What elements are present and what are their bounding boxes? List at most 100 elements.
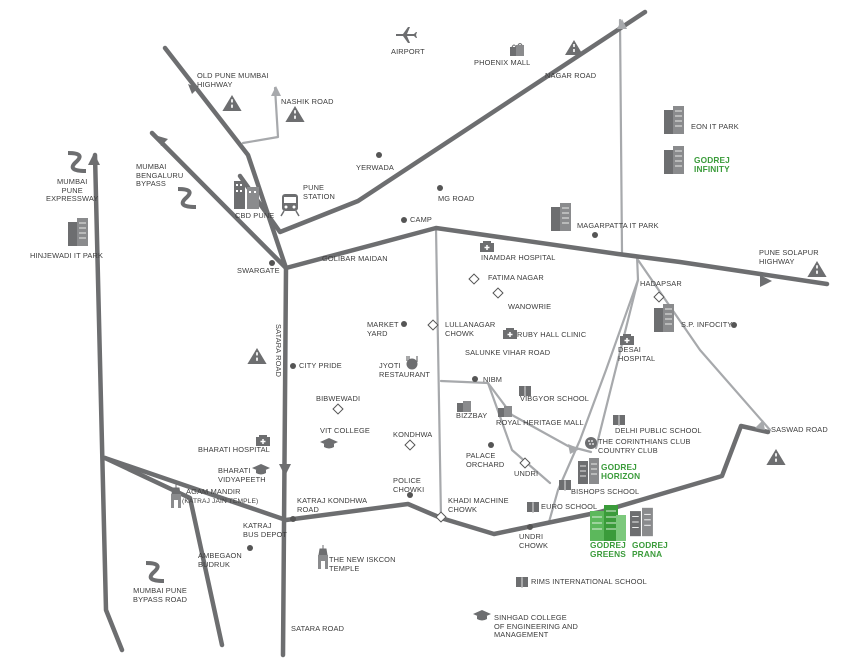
road-mumbai-bengaluru-bypass [149, 130, 289, 271]
direction-arrow-icon [88, 153, 100, 165]
label-magarpatta-it-park: MAGARPATTA IT PARK [577, 221, 659, 230]
label-pune-station: PUNE STATION [303, 183, 335, 201]
label-airport: AIRPORT [391, 47, 425, 56]
road-golibar-solapur [283, 225, 830, 287]
label-satara-road-bottom: SATARA ROAD [291, 624, 345, 633]
road-magarpatta-vertical [618, 18, 624, 254]
airplane-icon [396, 27, 417, 43]
road-nagar [237, 9, 648, 235]
label-bharati-hospital: BHARATI HOSPITAL [198, 445, 270, 454]
label-saswad-road: SASWAD ROAD [771, 425, 828, 434]
office-building-icon [654, 304, 674, 332]
shopping-bags-icon [498, 406, 512, 417]
label-bharati-vidyapeeth: BHARATI VIDYAPEETH [218, 466, 266, 484]
label-khadi-machine-chowk: KHADI MACHINE CHOWK [448, 496, 509, 514]
hospital-icon [503, 328, 517, 339]
label-rims-international-school: RIMS INTERNATIONAL SCHOOL [531, 577, 647, 586]
hospital-icon [480, 241, 494, 252]
label-undri: UNDRI [514, 469, 539, 478]
graduation-cap-icon [473, 610, 491, 621]
school-icon [527, 502, 539, 513]
road-expressway [92, 152, 125, 653]
winding-road-icon [67, 151, 87, 173]
label-katraj-jain-temple: (KATRAJ JAIN TEMPLE) [182, 498, 259, 505]
label-phoenix-mall: PHOENIX MALL [474, 58, 531, 67]
location-dot [269, 260, 275, 266]
road-sign-icon [222, 95, 242, 111]
school-icon [559, 480, 571, 491]
label-hadapsar: HADAPSAR [640, 279, 682, 288]
location-dot [407, 492, 413, 498]
school-icon [519, 386, 531, 397]
label-mg-road: MG ROAD [438, 194, 475, 203]
direction-arrow-icon [158, 136, 168, 146]
winding-road-icon [145, 561, 165, 583]
office-building-icon [68, 218, 88, 246]
label-cbd-pune: CBD PUNE [235, 211, 275, 220]
label-kondhwa: KONDHWA [393, 430, 433, 439]
label-satara-road-vertical: SATARA ROAD [274, 324, 283, 378]
label-hinjewadi-it-park: HINJEWADI IT PARK [30, 251, 104, 260]
label-vit-college: VIT COLLEGE [320, 426, 370, 435]
label-salunke-vihar-road: SALUNKE VIHAR ROAD [465, 348, 551, 357]
label-swargate: SWARGATE [237, 266, 280, 275]
office-building-icon [551, 203, 571, 231]
label-godrej-prana: GODREJ PRANA [632, 540, 668, 560]
temple-icon [171, 484, 181, 508]
label-market-yard: MARKET YARD [367, 320, 399, 338]
label-ambegaon-budruk: AMBEGAON BUDRUK [198, 551, 242, 569]
label-katraj-bus-depot: KATRAJ BUS DEPOT [243, 521, 288, 539]
label-delhi-public-school: DELHI PUBLIC SCHOOL [615, 426, 702, 435]
label-undri-chowk: UNDRI CHOWK [519, 532, 549, 550]
label-godrej-horizon: GODREJ HORIZON [601, 462, 641, 482]
road-old-pune-mumbai-highway [162, 45, 289, 271]
location-dot [290, 516, 296, 522]
location-dot [472, 376, 478, 382]
label-desai-hospital: DESAI HOSPITAL [618, 345, 656, 363]
building-icon [578, 458, 599, 484]
location-dot [592, 232, 598, 238]
hospital-icon [256, 435, 270, 446]
location-dot [401, 321, 407, 327]
label-new-iskcon-temple: THE NEW ISKCON TEMPLE [329, 555, 396, 573]
label-jyoti-restaurant: JYOTI RESTAURANT [379, 361, 431, 379]
label-police-chowki: POLICE CHOWKI [393, 476, 425, 494]
label-mumbai-pune-bypass-road: MUMBAI PUNE BYPASS ROAD [133, 586, 188, 604]
label-fatima-nagar: FATIMA NAGAR [488, 273, 544, 282]
office-building-icon [664, 146, 684, 174]
building-icon [630, 507, 653, 537]
label-mumbai-bengaluru-bypass: MUMBAI BENGALURU BYPASS [136, 162, 184, 189]
label-old-pune-mumbai-highway: OLD PUNE MUMBAI HIGHWAY [197, 71, 269, 89]
school-icon [516, 577, 528, 588]
temple-icon [318, 545, 328, 569]
label-royal-heritage-mall: ROYAL HERITAGE MALL [496, 418, 584, 427]
city-buildings-icon [234, 181, 259, 209]
label-ruby-hall-clinic: RUBY HALL CLINIC [517, 330, 587, 339]
label-godrej-infinity: GODREJ INFINITY [694, 155, 730, 175]
hospital-icon [620, 334, 634, 345]
road-nibm-undri [486, 381, 552, 485]
label-camp: CAMP [410, 215, 432, 224]
label-nashik-road: NASHIK ROAD [281, 97, 334, 106]
road-hadapsar-saswad [636, 258, 772, 432]
location-dot [527, 524, 533, 530]
label-bizzbay: BIZZBAY [456, 411, 488, 420]
secondary-roads [241, 18, 772, 524]
graduation-cap-icon [320, 438, 338, 449]
winding-road-icon [177, 187, 197, 209]
restaurant-icon [406, 356, 418, 370]
label-sinhgad-college: SINHGAD COLLEGE OF ENGINEERING AND MANAG… [494, 613, 579, 640]
direction-arrow-icon [188, 84, 198, 94]
road-sign-icon [766, 449, 786, 465]
main-roads [92, 9, 830, 658]
road-satara [280, 265, 289, 658]
label-godrej-greens: GODREJ GREENS [590, 540, 626, 560]
road-sign-icon [285, 106, 305, 122]
label-nibm: NIBM [483, 375, 503, 384]
road-sign-icon [565, 40, 583, 55]
graduation-cap-icon [252, 464, 270, 475]
golf-ball-icon [585, 437, 597, 449]
direction-arrow-icon [760, 275, 772, 287]
direction-arrow-icon [617, 19, 627, 29]
